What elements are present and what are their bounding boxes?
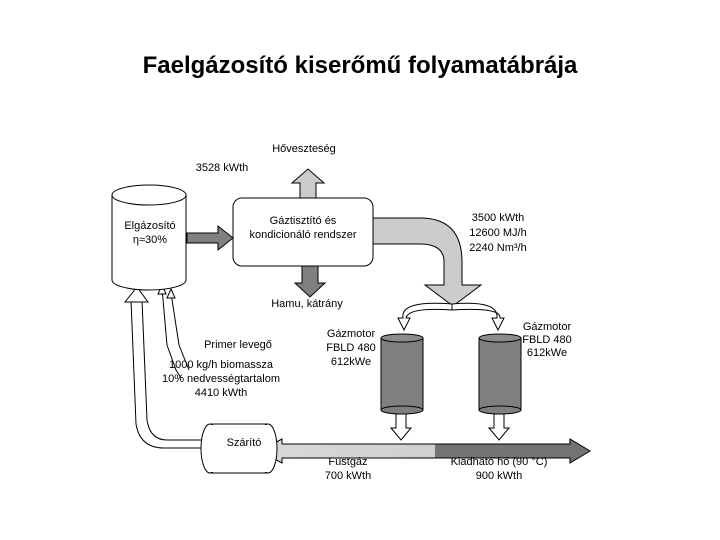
gasifier-efficiency: η≈30% xyxy=(133,234,167,246)
flue-gas-line1: Füstgáz xyxy=(328,456,367,468)
gas-flow-line2: 12600 MJ/h xyxy=(469,227,526,239)
dryer-label: Szárító xyxy=(227,437,262,449)
engine2-label-line1: Gázmotor xyxy=(523,321,572,333)
engine1-label-line2: FBLD 480 xyxy=(326,342,376,354)
gasifier-label: Elgázosító xyxy=(124,220,175,232)
dryer-drum xyxy=(200,423,278,474)
gas-engine-2 xyxy=(478,333,522,415)
gas-flow-line3: 2240 Nm³/h xyxy=(469,242,526,254)
heat-loss-value: 3528 kWth xyxy=(196,162,249,174)
engine1-label-line1: Gázmotor xyxy=(327,328,376,340)
dryer-return-line xyxy=(141,299,206,441)
ash-label: Hamu, kátrány xyxy=(271,298,343,310)
gas-engine-1 xyxy=(380,333,424,415)
engine2-label-line3: 612kWe xyxy=(527,347,567,359)
flue-gas-line2: 700 kWth xyxy=(325,470,371,482)
biomass-line3: 4410 kWth xyxy=(195,387,248,399)
biomass-arrowhead xyxy=(166,287,176,299)
heat-output-line2: 900 kWth xyxy=(476,470,522,482)
gas-split-left-arrow xyxy=(397,302,453,332)
engine1-label-line3: 612kWe xyxy=(331,356,371,368)
gas-flow-line1: 3500 kWth xyxy=(472,212,525,224)
primary-air-line xyxy=(161,287,182,379)
biomass-feed-line xyxy=(170,292,190,371)
gas-split-right-arrow xyxy=(451,302,505,332)
gasifier-vessel xyxy=(111,184,187,291)
cleaner-label-line1: Gáztisztító és xyxy=(270,215,337,227)
flue-gas-heat-arrow xyxy=(258,438,591,464)
biomass-line2: 10% nedvességtartalom xyxy=(162,373,280,385)
heat-output-line1: Kiadható hő (90 °C) xyxy=(451,456,548,468)
gas-supply-arrow xyxy=(371,217,483,307)
gas-cleaner-box xyxy=(232,197,374,267)
primary-air-label: Primer levegő xyxy=(204,339,272,351)
page-title: Faelgázosító kiserőmű folyamatábrája xyxy=(142,52,578,79)
engine2-label-line2: FBLD 480 xyxy=(522,334,572,346)
biomass-feed-arrowhead xyxy=(123,286,149,303)
heat-loss-label: Hőveszteség xyxy=(272,143,336,155)
cleaner-label-line2: kondicionáló rendszer xyxy=(249,229,356,241)
dryer-return-line-inner xyxy=(130,299,206,449)
biomass-line1: 1000 kg/h biomassza xyxy=(169,359,274,371)
gasifier-to-cleaner-arrow xyxy=(186,224,234,252)
ash-arrow xyxy=(293,265,327,298)
